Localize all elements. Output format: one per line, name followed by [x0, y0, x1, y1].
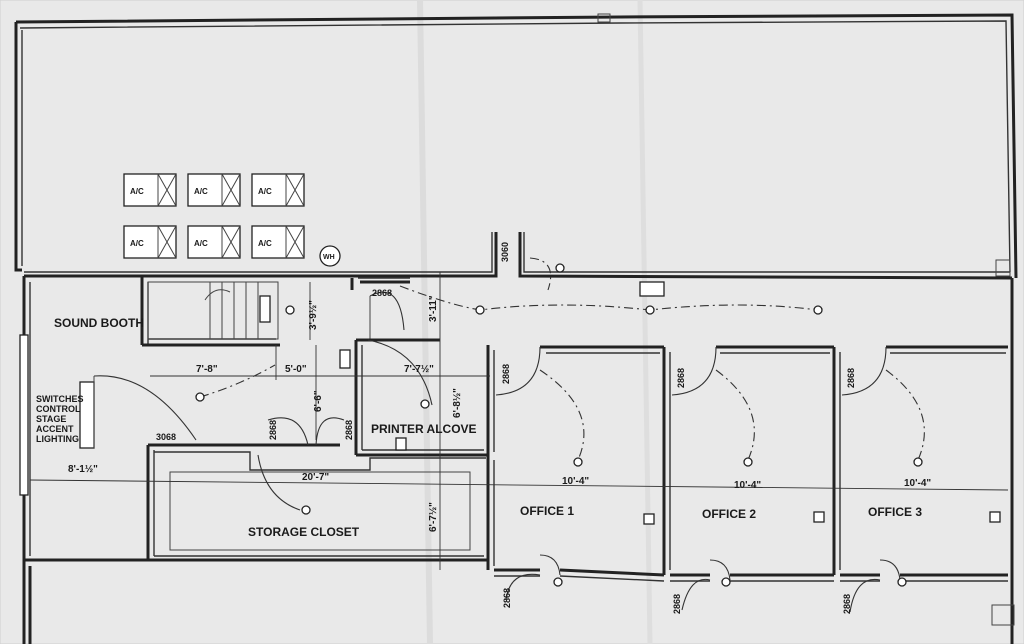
ac-unit-label: A/C: [130, 187, 144, 196]
room-label-office-1: OFFICE 1: [520, 504, 574, 518]
ac-unit-label: A/C: [258, 187, 272, 196]
switch-label: SWITCHES: [36, 394, 84, 404]
switch-label: STAGE: [36, 414, 66, 424]
room-label-printer-alcove: PRINTER ALCOVE: [371, 422, 477, 436]
dimension-label: 3'-9½": [308, 300, 319, 330]
ac-unit[interactable]: A/C: [251, 225, 305, 259]
ac-unit-label: A/C: [194, 239, 208, 248]
outer-walls: [14, 13, 1018, 644]
ac-unit[interactable]: A/C: [123, 225, 177, 259]
dimension-label: 6'-8½": [452, 388, 463, 418]
ac-unit[interactable]: A/C: [251, 173, 305, 207]
ac-unit[interactable]: A/C: [187, 225, 241, 259]
dimension-label: 10'-4": [562, 476, 589, 487]
dimension-label: 6'-6": [313, 390, 324, 412]
door-tag: 2868: [676, 368, 686, 388]
water-heater[interactable]: WH: [319, 245, 341, 267]
center-partitions: [350, 277, 410, 340]
ac-units[interactable]: A/C A/C A/C A/C A/C A/C: [123, 173, 305, 259]
door-tag: 2868: [501, 364, 511, 384]
door-tag: 2868: [344, 420, 354, 440]
door-tags: 3060 2868 2868 2868 2868 2868 3068 2868 …: [156, 242, 856, 614]
door-tag: 2868: [268, 420, 278, 440]
storage-closet-room: [146, 417, 495, 570]
dimension-label: 7'-7½": [404, 364, 434, 375]
door-tag: 2868: [372, 288, 392, 298]
switch-label: ACCENT: [36, 424, 74, 434]
dimension-lines: [29, 272, 1009, 570]
door-tag: 3060: [500, 242, 510, 262]
printer-alcove-room: [354, 338, 495, 457]
ac-unit-label: A/C: [194, 187, 208, 196]
dimension-label: 8'-1½": [68, 464, 98, 475]
door-tag: 3068: [156, 432, 176, 442]
ac-unit[interactable]: A/C: [187, 173, 241, 207]
door-tag: 2868: [846, 368, 856, 388]
room-label-office-3: OFFICE 3: [868, 505, 922, 519]
dimension-labels: 3'-9½" 3'-11" 7'-8" 5'-0" 7'-7½" 6'-6" 6…: [68, 295, 931, 532]
room-label-office-2: OFFICE 2: [702, 507, 756, 521]
door-tag: 2868: [672, 594, 682, 614]
light-fixtures: [195, 263, 1001, 587]
dimension-label: 10'-4": [904, 478, 931, 489]
room-label-sound-booth: SOUND BOOTH: [54, 316, 144, 330]
exit-sign: [639, 281, 665, 297]
dimension-label: 7'-8": [196, 364, 218, 375]
dimension-label: 5'-0": [285, 364, 307, 375]
dimension-label: 3'-11": [428, 295, 439, 322]
water-heater-label: WH: [323, 254, 335, 261]
ac-unit-label: A/C: [258, 239, 272, 248]
switch-panel: [19, 334, 29, 496]
door-tag: 2868: [842, 594, 852, 614]
dimension-label: 10'-4": [734, 480, 761, 491]
stair: [147, 281, 279, 340]
booth-counter: [79, 381, 95, 449]
offices-row: [494, 345, 1008, 613]
switch-label: CONTROL: [36, 404, 81, 414]
closet-shelf: [169, 471, 471, 551]
lighting-circuits: [199, 257, 925, 461]
door-tag: 2868: [502, 588, 512, 608]
ac-unit-label: A/C: [130, 239, 144, 248]
room-label-storage-closet: STORAGE CLOSET: [248, 525, 360, 539]
dimension-label: 6'-7½": [428, 502, 439, 532]
ac-unit[interactable]: A/C: [123, 173, 177, 207]
dimension-label: 20'-7": [302, 472, 329, 483]
switch-labels: SWITCHES CONTROL STAGE ACCENT LIGHTING: [36, 394, 84, 444]
switch-label: LIGHTING: [36, 434, 79, 444]
